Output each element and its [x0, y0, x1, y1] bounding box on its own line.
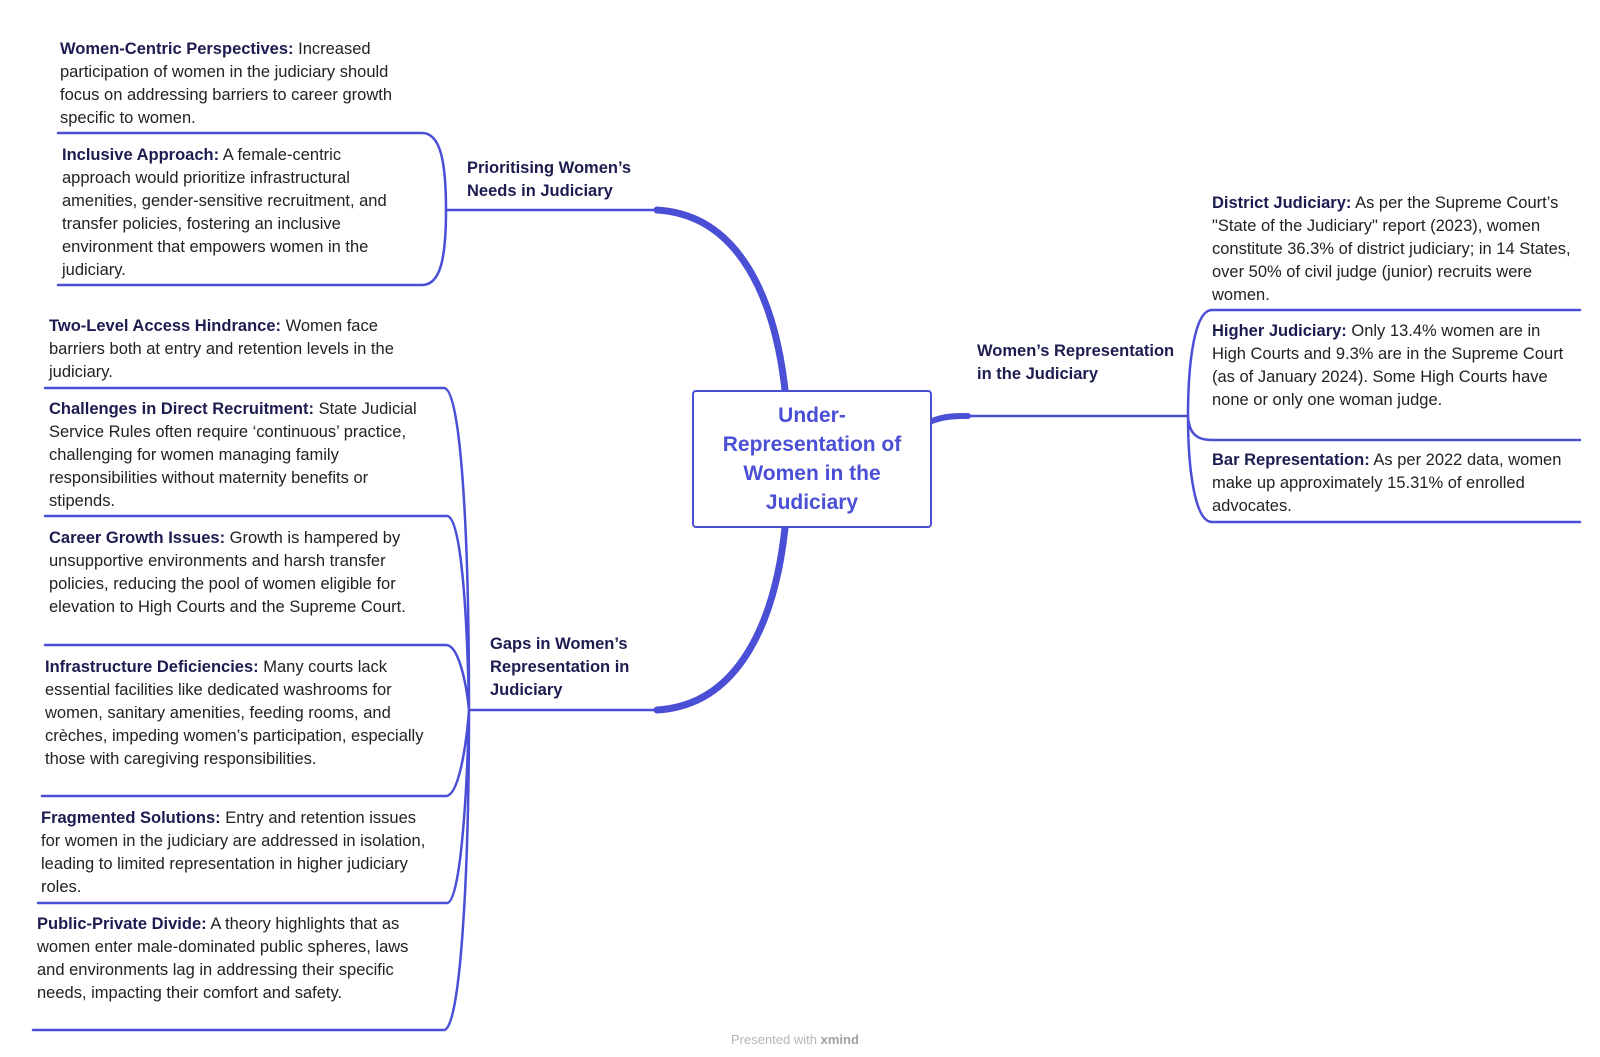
connector-center-to-gaps: [653, 524, 789, 714]
leaf-women-centric-perspectives[interactable]: Women-Centric Perspectives: Increased pa…: [60, 38, 410, 130]
footer-watermark: Presented with xmind: [731, 1032, 859, 1047]
leaf-career-growth-issues[interactable]: Career Growth Issues: Growth is hampered…: [49, 527, 439, 619]
leaf-inclusive-approach[interactable]: Inclusive Approach: A female-centric app…: [62, 144, 407, 282]
leaf-label: Women-Centric Perspectives:: [60, 40, 294, 58]
central-topic-text: Under-Representation of Women in the Jud…: [722, 404, 902, 514]
branch-representation-title[interactable]: Women’s Representation in the Judiciary: [977, 342, 1175, 383]
leaf-label: Bar Representation:: [1212, 451, 1370, 469]
footer-prefix: Presented with: [731, 1032, 821, 1047]
branch-gaps-title[interactable]: Gaps in Women’s Representation in Judici…: [490, 635, 630, 699]
leaf-text: A female-centric approach would prioriti…: [62, 146, 387, 279]
leaf-label: Fragmented Solutions:: [41, 809, 221, 827]
leaf-text: Entry and retention issues for women in …: [41, 809, 426, 896]
footer-brand: xmind: [820, 1032, 859, 1047]
leaf-label: Career Growth Issues:: [49, 529, 226, 547]
leaf-label: Higher Judiciary:: [1212, 322, 1347, 340]
leaf-label: Two-Level Access Hindrance:: [49, 317, 281, 335]
leaf-label: Public-Private Divide:: [37, 915, 207, 933]
leaf-text: As per 2022 data, women make up approxim…: [1212, 451, 1562, 515]
leaf-text: Increased participation of women in the …: [60, 40, 392, 127]
branch-prioritising-title[interactable]: Prioritising Women’s Needs in Judiciary: [467, 159, 632, 200]
leaf-two-level-access-hindrance[interactable]: Two-Level Access Hindrance: Women face b…: [49, 315, 429, 384]
leaf-text: Many courts lack essential facilities li…: [45, 658, 424, 768]
leaf-text: Only 13.4% women are in High Courts and …: [1212, 322, 1564, 409]
leaf-label: Infrastructure Deficiencies:: [45, 658, 259, 676]
leaf-label: Inclusive Approach:: [62, 146, 220, 164]
leaf-infrastructure-deficiencies[interactable]: Infrastructure Deficiencies: Many courts…: [45, 656, 440, 771]
leaf-challenges-direct-recruitment[interactable]: Challenges in Direct Recruitment: State …: [49, 398, 434, 513]
leaf-higher-judiciary[interactable]: Higher Judiciary: Only 13.4% women are i…: [1212, 320, 1567, 412]
leaf-district-judiciary[interactable]: District Judiciary: As per the Supreme C…: [1212, 192, 1577, 307]
leaf-text: As per the Supreme Court’s "State of the…: [1212, 194, 1571, 304]
leaf-public-private-divide[interactable]: Public-Private Divide: A theory highligh…: [37, 913, 437, 1005]
connector-center-to-representation: [929, 413, 971, 424]
leaf-text: State Judicial Service Rules often requi…: [49, 400, 417, 510]
connector-center-to-prioritising: [653, 206, 789, 394]
bracket-gaps: [31, 386, 471, 1032]
leaf-label: Challenges in Direct Recruitment:: [49, 400, 314, 418]
bracket-prioritising: [56, 131, 448, 287]
leaf-fragmented-solutions[interactable]: Fragmented Solutions: Entry and retentio…: [41, 807, 426, 899]
central-topic[interactable]: Under-Representation of Women in the Jud…: [692, 390, 932, 528]
leaf-text: A theory highlights that as women enter …: [37, 915, 409, 1002]
leaf-text: Women face barriers both at entry and re…: [49, 317, 394, 381]
bracket-representation: [1186, 308, 1582, 524]
leaf-bar-representation[interactable]: Bar Representation: As per 2022 data, wo…: [1212, 449, 1572, 518]
leaf-label: District Judiciary:: [1212, 194, 1352, 212]
leaf-text: Growth is hampered by unsupportive envir…: [49, 529, 406, 616]
